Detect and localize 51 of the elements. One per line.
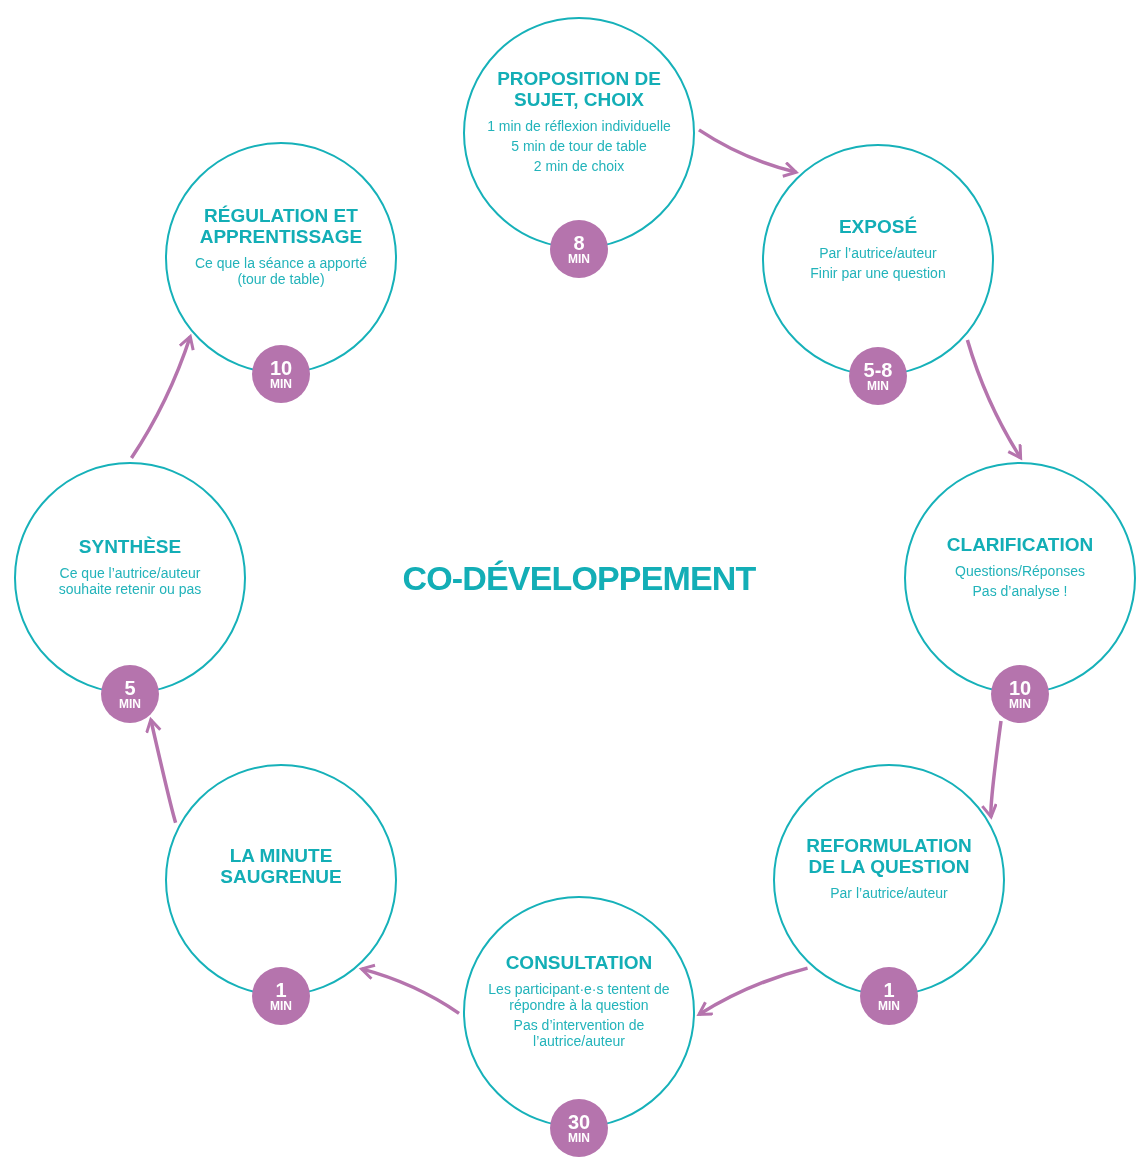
step-description: Pas d’intervention de l’autrice/auteur [512, 1016, 646, 1049]
diagram-title: CO-DÉVELOPPEMENT [402, 557, 756, 599]
duration-unit: MIN [270, 377, 292, 391]
arrow [145, 718, 178, 824]
step-description: 2 min de choix [533, 158, 625, 174]
arrow [130, 335, 195, 459]
step-title: REFORMULATION DE LA QUESTION [805, 835, 973, 877]
duration-badge [550, 1099, 608, 1157]
step-description: 5 min de tour de table [511, 138, 647, 154]
duration-value: 5 [124, 677, 136, 698]
duration-unit: MIN [1009, 697, 1031, 711]
step-title: RÉGULATION ET APPRENTISSAGE [198, 205, 364, 247]
step-description: Questions/Réponses [955, 562, 1085, 579]
duration-value: 1 [883, 979, 895, 1000]
step-title: SYNTHÈSE [77, 535, 183, 557]
duration-value: 30 [567, 1111, 591, 1132]
step-title: CLARIFICATION [945, 533, 1095, 555]
duration-unit: MIN [867, 379, 889, 393]
step-description: Par l’autrice/auteur [819, 244, 937, 261]
duration-value: 1 [275, 979, 287, 1000]
step-description: Finir par une question [810, 264, 946, 281]
step-description: Les participant·e·s tentent de répondre à la question [487, 980, 671, 1013]
arrow [698, 128, 798, 178]
duration-unit: MIN [270, 999, 292, 1013]
step-description: Par l’autrice/auteur [830, 885, 948, 901]
duration-badge [860, 967, 918, 1025]
duration-badge [849, 347, 907, 405]
arrow [360, 963, 460, 1015]
duration-value: 10 [269, 357, 293, 378]
step-title: EXPOSÉ [837, 215, 919, 237]
step-description: Pas d’analyse ! [972, 582, 1068, 599]
duration-unit: MIN [878, 999, 900, 1013]
arrow [697, 966, 808, 1016]
duration-badge [991, 665, 1049, 723]
duration-unit: MIN [568, 1131, 590, 1145]
step-title: LA MINUTE SAUGRENUE [219, 845, 343, 887]
duration-badge [252, 345, 310, 403]
arrow [965, 339, 1023, 460]
duration-value: 8 [573, 232, 585, 253]
duration-unit: MIN [119, 697, 141, 711]
duration-value: 5-8 [863, 359, 893, 380]
arrow [981, 720, 1003, 819]
duration-unit: MIN [568, 252, 590, 266]
step-title: PROPOSITION DE SUJET, CHOIX [496, 68, 662, 110]
step-description: Ce que la séance a apporté (tour de table) [194, 255, 368, 287]
duration-badge [550, 220, 608, 278]
step-description: 1 min de réflexion individuelle [487, 118, 671, 134]
duration-badge [252, 967, 310, 1025]
step-title: CONSULTATION [504, 951, 654, 973]
step-description: Ce que l’autrice/auteur souhaite retenir ou pas [57, 564, 203, 597]
duration-value: 10 [1008, 677, 1032, 698]
